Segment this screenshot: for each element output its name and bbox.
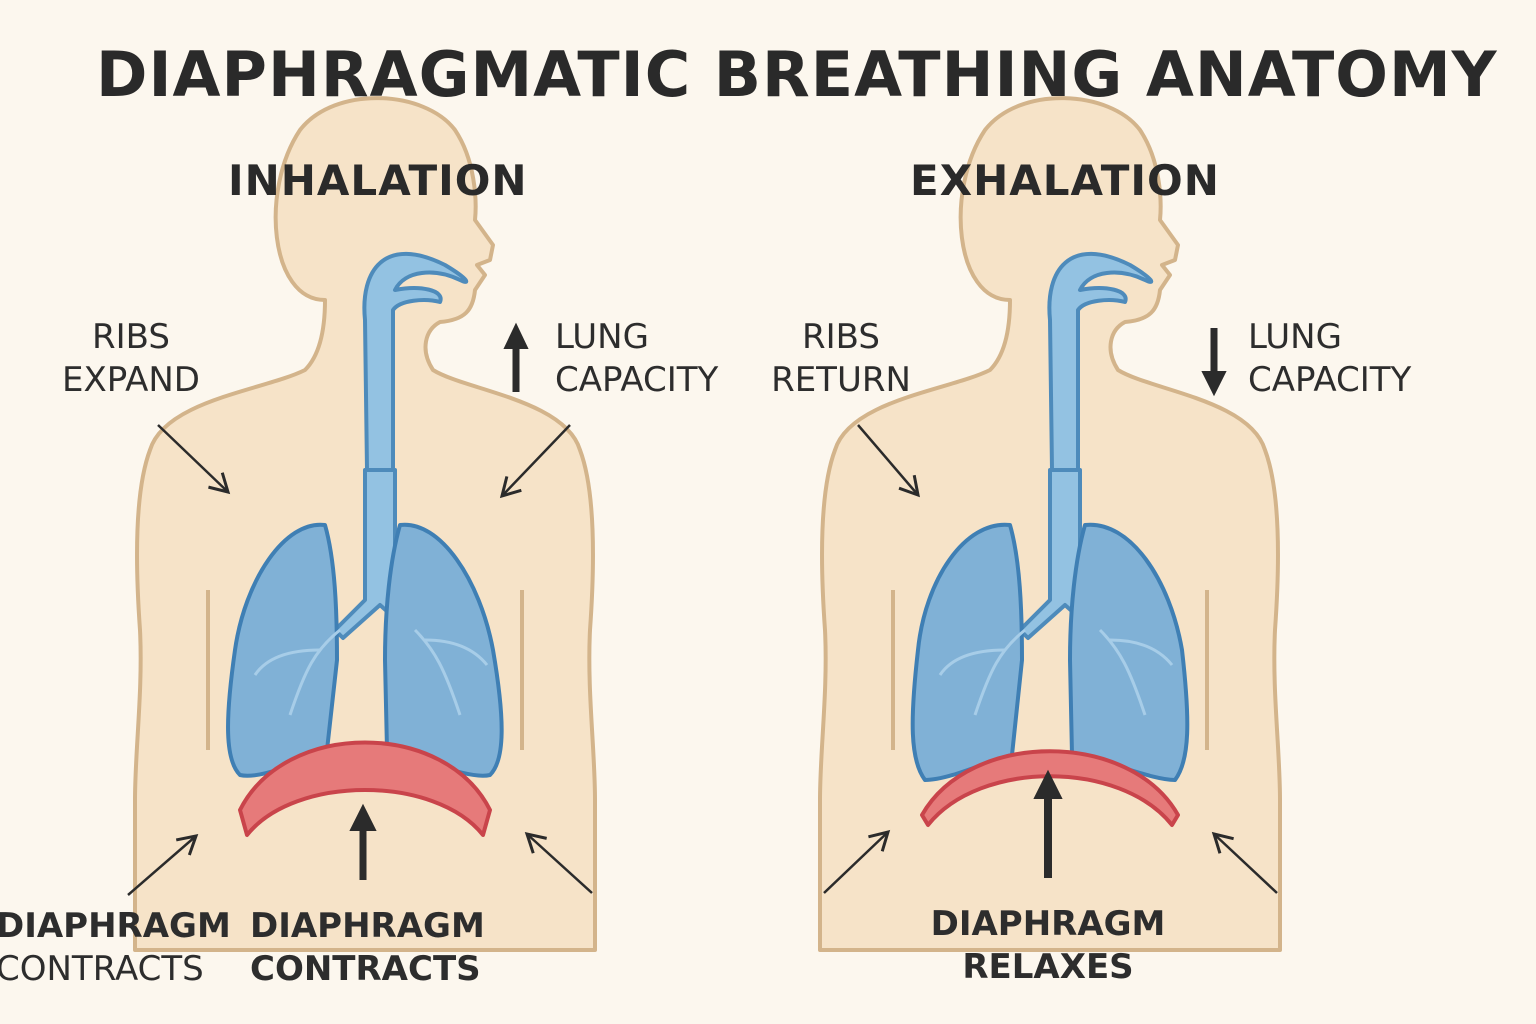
inhalation-heading: INHALATION <box>228 156 528 205</box>
exhalation-heading: EXHALATION <box>910 156 1220 205</box>
ribs-expand-arrow <box>157 424 231 495</box>
page-title: DIAPHRAGMATIC BREATHING ANATOMY <box>96 38 1498 111</box>
inhalation-arrows <box>127 424 593 896</box>
inhalation-bold-arrows <box>349 322 529 880</box>
left-side-arrow <box>127 834 199 896</box>
ribs-return-arrow <box>857 424 920 498</box>
lung-capacity-increase-label: LUNG CAPACITY <box>555 317 719 400</box>
ribs-return-label: RIBS RETURN <box>771 317 911 400</box>
left-side-arrow-exhale <box>823 829 891 894</box>
diaphragm-contracts-label: DIAPHRAGM CONTRACTS <box>250 906 485 989</box>
lung-capacity-pointer-arrow <box>499 424 571 499</box>
exhalation-bold-arrows <box>1033 328 1227 878</box>
exhalation-figure <box>818 96 1282 952</box>
lung-capacity-decrease-label: LUNG CAPACITY <box>1248 317 1412 400</box>
inhalation-figure <box>133 96 597 952</box>
diaphragm-contracts-side-label: DIAPHRAGM CONTRACTS <box>0 906 231 989</box>
diaphragm-relaxes-label: DIAPHRAGM RELAXES <box>930 904 1166 987</box>
right-side-arrow-exhale <box>1211 831 1278 894</box>
exhalation-arrows <box>823 424 1278 894</box>
right-side-arrow <box>524 831 593 894</box>
ribs-expand-label: RIBS EXPAND <box>62 317 200 400</box>
